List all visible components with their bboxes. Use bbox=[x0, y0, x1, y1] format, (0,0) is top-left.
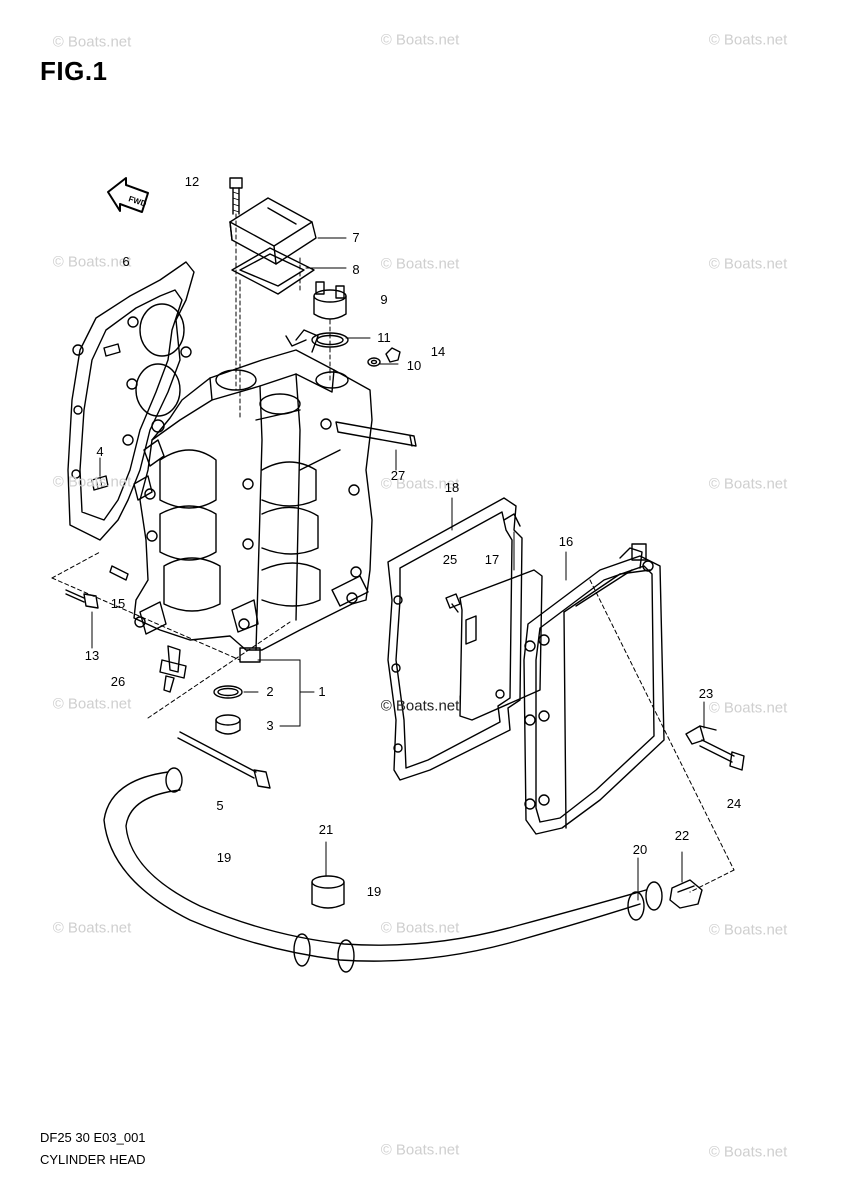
fwd-arrow-icon: FWD bbox=[107, 177, 149, 213]
callout-number: 9 bbox=[380, 292, 388, 307]
watermark: © Boats.net bbox=[380, 1141, 460, 1159]
callout-number: 24 bbox=[726, 796, 742, 811]
callout-number: 19 bbox=[366, 884, 382, 899]
watermark: © Boats.net bbox=[52, 253, 132, 271]
watermark: © Boats.net bbox=[380, 31, 460, 49]
callout-number: 6 bbox=[122, 254, 130, 269]
callout-bracket bbox=[243, 659, 315, 727]
water-hose bbox=[103, 767, 663, 973]
thermostat bbox=[313, 281, 347, 320]
pin bbox=[109, 565, 129, 581]
watermark: © Boats.net bbox=[708, 475, 788, 493]
callout-number: 4 bbox=[96, 444, 104, 459]
temperature-sensor bbox=[159, 645, 187, 693]
diagram-code: DF25 30 E03_001 bbox=[40, 1130, 146, 1145]
callout-number: 1 bbox=[318, 684, 326, 699]
watermark: © Boats.net bbox=[708, 1143, 788, 1161]
screw bbox=[445, 593, 461, 613]
callout-number: 3 bbox=[266, 718, 274, 733]
watermark: © Boats.net bbox=[380, 919, 460, 937]
long-bolt bbox=[177, 731, 271, 789]
o-ring bbox=[213, 685, 243, 699]
callout-number: 10 bbox=[406, 358, 422, 373]
callout-number: 19 bbox=[216, 850, 232, 865]
exhaust-cover-gasket bbox=[387, 497, 523, 781]
callout-number: 8 bbox=[352, 262, 360, 277]
callout-number: 12 bbox=[184, 174, 200, 189]
watermark: © Boats.net bbox=[380, 697, 460, 715]
exhaust-cover bbox=[523, 543, 665, 835]
callout-leaders bbox=[91, 237, 705, 901]
cover-gasket bbox=[231, 247, 315, 295]
watermark: © Boats.net bbox=[52, 473, 132, 491]
bolt bbox=[65, 589, 99, 609]
callout-number: 25 bbox=[442, 552, 458, 567]
watermark: © Boats.net bbox=[380, 475, 460, 493]
callout-number: 26 bbox=[110, 674, 126, 689]
bolt bbox=[385, 347, 401, 363]
cylinder-head bbox=[133, 329, 373, 663]
head-gasket bbox=[67, 261, 195, 541]
bolt bbox=[229, 177, 243, 215]
callout-number: 15 bbox=[110, 596, 126, 611]
clip bbox=[685, 725, 717, 745]
callout-number: 23 bbox=[698, 686, 714, 701]
callout-number: 21 bbox=[318, 822, 334, 837]
callout-number: 13 bbox=[84, 648, 100, 663]
bolt bbox=[699, 739, 745, 771]
stud bbox=[91, 475, 109, 491]
callout-number: 14 bbox=[430, 344, 446, 359]
callout-number: 18 bbox=[444, 480, 460, 495]
callout-number: 7 bbox=[352, 230, 360, 245]
callout-number: 20 bbox=[632, 842, 648, 857]
callout-number: 5 bbox=[216, 798, 224, 813]
callout-number: 16 bbox=[558, 534, 574, 549]
hose-collar bbox=[311, 875, 345, 909]
cylinder-head-cover bbox=[229, 197, 317, 265]
watermark: © Boats.net bbox=[380, 255, 460, 273]
watermark: © Boats.net bbox=[52, 919, 132, 937]
watermark: © Boats.net bbox=[708, 255, 788, 273]
watermark: © Boats.net bbox=[52, 33, 132, 51]
diagram-name: CYLINDER HEAD bbox=[40, 1152, 146, 1167]
washer bbox=[367, 357, 381, 367]
callout-number: 27 bbox=[390, 468, 406, 483]
callout-number: 11 bbox=[377, 330, 391, 345]
hose-clamp bbox=[669, 879, 703, 909]
figure-title: FIG.1 bbox=[40, 56, 108, 86]
callout-number: 22 bbox=[674, 828, 690, 843]
callout-number: 17 bbox=[484, 552, 500, 567]
callout-number: 2 bbox=[266, 684, 274, 699]
assembly-guide-lines bbox=[51, 213, 735, 893]
cap bbox=[215, 714, 241, 735]
watermark: © Boats.net bbox=[708, 921, 788, 939]
watermark: © Boats.net bbox=[708, 31, 788, 49]
cover-plate bbox=[459, 569, 543, 721]
watermark: © Boats.net bbox=[52, 695, 132, 713]
dowel-pin bbox=[335, 421, 417, 447]
watermark: © Boats.net bbox=[708, 699, 788, 717]
